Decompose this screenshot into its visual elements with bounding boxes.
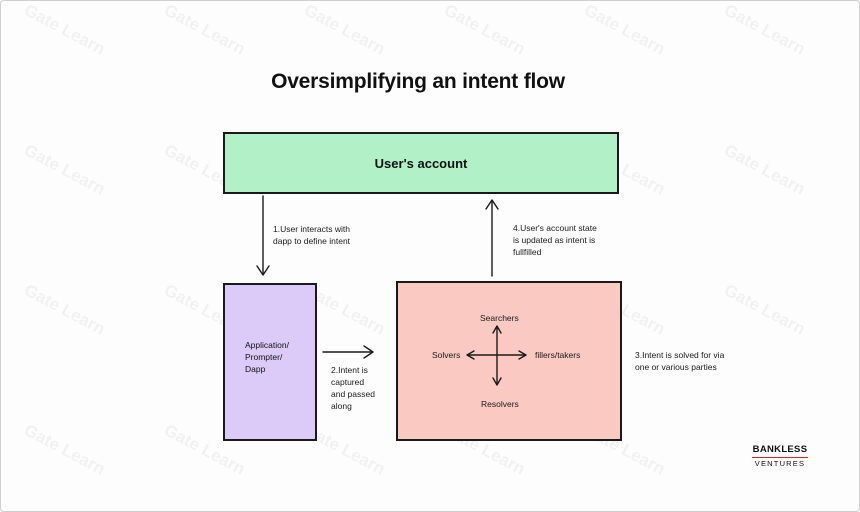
brand-rule xyxy=(752,457,808,458)
users-account-label: User's account xyxy=(374,155,468,171)
step-4-line: 4.User's account state xyxy=(513,223,597,233)
brand-sub: VENTURES xyxy=(754,459,806,468)
step-3-line: 3.Intent is solved for via xyxy=(635,350,725,360)
step-3-annotation: 3.Intent is solved for via one or variou… xyxy=(635,349,724,373)
step-4-annotation: 4.User's account state is updated as int… xyxy=(513,222,597,258)
solvers-box xyxy=(396,281,622,441)
step-2-line: 2.Intent is xyxy=(331,365,368,375)
bankless-ventures-logo: BANKLESS VENTURES xyxy=(752,444,808,468)
cross-arrows-icon xyxy=(466,325,527,386)
application-label-line: Application/ xyxy=(245,340,289,350)
users-account-box: User's account xyxy=(223,132,619,194)
step-2-line: and passed xyxy=(331,389,375,399)
step-1-annotation: 1.User interacts with dapp to define int… xyxy=(273,223,350,247)
step-4-line: fullfilled xyxy=(513,247,542,257)
resolvers-label: Resolvers xyxy=(481,399,519,409)
arrow-solvers-to-account xyxy=(485,199,499,277)
searchers-label: Searchers xyxy=(480,313,519,323)
solvers-label: Solvers xyxy=(432,350,461,360)
application-label-line: Dapp xyxy=(245,364,266,374)
brand-name: BANKLESS xyxy=(752,444,808,455)
application-label-line: Prompter/ xyxy=(245,352,283,362)
step-2-line: captured xyxy=(331,377,365,387)
diagram-title: Oversimplifying an intent flow xyxy=(271,70,565,93)
step-3-line: one or various parties xyxy=(635,362,717,372)
arrow-account-to-app xyxy=(256,195,270,276)
step-2-annotation: 2.Intent is captured and passed along xyxy=(331,364,375,412)
fillers-takers-label: fillers/takers xyxy=(535,350,581,360)
application-box: Application/ Prompter/ Dapp xyxy=(223,283,317,441)
arrow-app-to-solvers xyxy=(322,345,374,359)
step-2-line: along xyxy=(331,401,352,411)
step-1-line: 1.User interacts with xyxy=(273,224,350,234)
step-4-line: is updated as intent is xyxy=(513,235,596,245)
step-1-line: dapp to define intent xyxy=(273,236,351,246)
